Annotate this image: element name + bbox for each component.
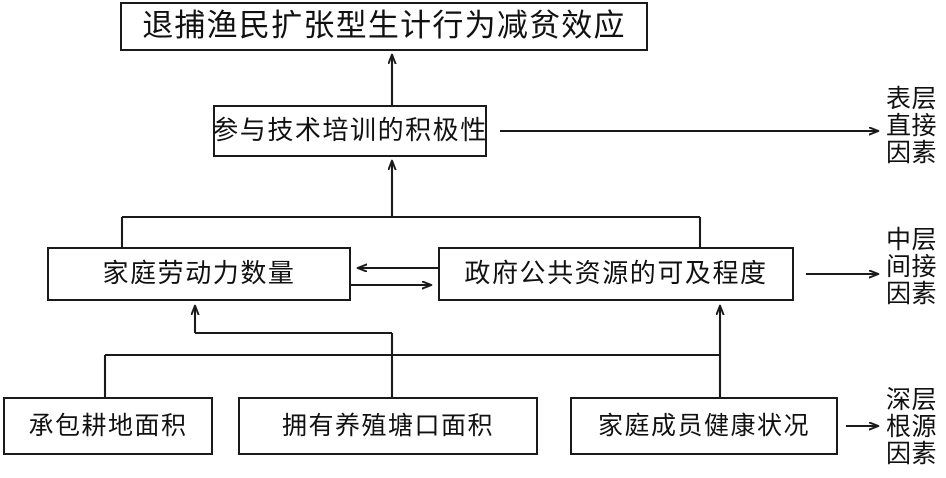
- node-root[interactable]: 退捕渔民扩张型生计行为减贫效应: [120, 2, 648, 51]
- node-public[interactable]: 政府公共资源的可及程度: [438, 247, 794, 301]
- node-labor[interactable]: 家庭劳动力数量: [47, 247, 351, 301]
- tier-middle-line-1: 中层: [886, 225, 938, 254]
- tier-label-surface: 表层 直接 因素: [886, 85, 944, 166]
- node-training[interactable]: 参与技术培训的积极性: [212, 105, 488, 157]
- node-health[interactable]: 家庭成员健康状况: [570, 397, 838, 455]
- tier-surface-line-3: 因素: [886, 138, 938, 167]
- tier-surface-line-2: 直接: [886, 111, 938, 140]
- node-public-label: 政府公共资源的可及程度: [464, 258, 768, 289]
- tier-middle-line-2: 间接: [886, 252, 938, 281]
- tier-deep-line-3: 因素: [886, 439, 938, 468]
- tier-label-deep: 深层 根源 因素: [886, 386, 944, 467]
- node-health-label: 家庭成员健康状况: [597, 411, 810, 441]
- tier-label-middle: 中层 间接 因素: [886, 226, 944, 307]
- node-pond[interactable]: 拥有养殖塘口面积: [238, 397, 538, 455]
- node-pond-label: 拥有养殖塘口面积: [281, 411, 494, 441]
- node-root-label: 退捕渔民扩张型生计行为减贫效应: [142, 8, 626, 45]
- node-farmland-label: 承包耕地面积: [28, 411, 188, 441]
- tier-middle-line-3: 因素: [886, 279, 938, 308]
- node-training-label: 参与技术培训的积极性: [212, 115, 488, 146]
- tier-deep-line-2: 根源: [886, 412, 938, 441]
- tier-deep-line-1: 深层: [886, 385, 938, 414]
- node-farmland[interactable]: 承包耕地面积: [3, 397, 213, 455]
- tier-surface-line-1: 表层: [886, 84, 938, 113]
- node-labor-label: 家庭劳动力数量: [102, 258, 296, 289]
